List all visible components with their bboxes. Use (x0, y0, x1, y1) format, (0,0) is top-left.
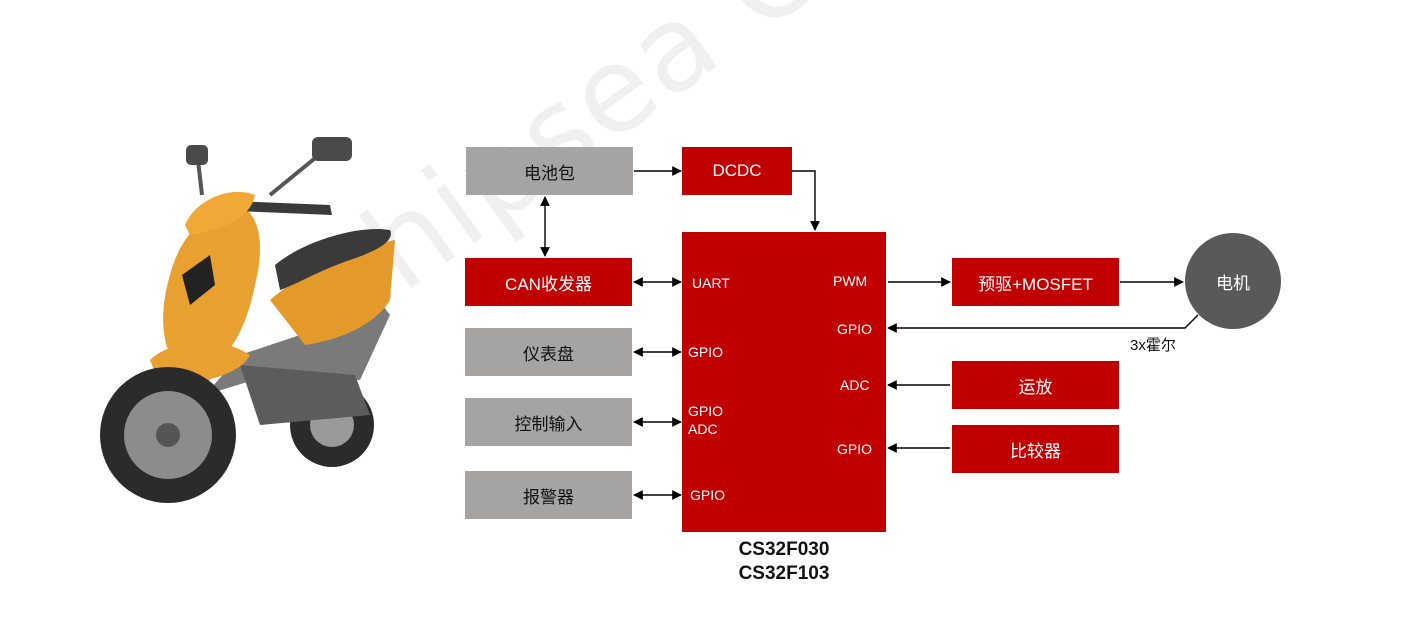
pin-adc-opamp: ADC (840, 377, 870, 393)
pin-gpio-dashboard: GPIO (688, 344, 724, 360)
dashboard-block: 仪表盘 (465, 328, 632, 376)
comparator-block: 比较器 (952, 425, 1119, 473)
dcdc-block: DCDC (682, 147, 792, 195)
pin-adc-control: ADC (688, 421, 718, 437)
opamp-block: 运放 (952, 361, 1119, 409)
motor-circle: 电机 (1185, 233, 1281, 329)
scooter-illustration (100, 137, 395, 503)
mcu-block: UART GPIO GPIO ADC GPIO PWM GPIO ADC GPI… (682, 232, 886, 532)
battery-pack-block: 电池包 (466, 147, 633, 195)
control-input-block: 控制输入 (465, 398, 632, 446)
pin-gpio-comparator: GPIO (837, 441, 873, 457)
pin-uart: UART (692, 275, 730, 291)
pin-gpio-control: GPIO (688, 403, 724, 419)
alarm-block: 报警器 (465, 471, 632, 519)
pin-pwm: PWM (833, 273, 868, 289)
mcu-part-number-2: CS32F103 (738, 563, 830, 584)
predriver-mosfet-block: 预驱+MOSFET (952, 258, 1119, 306)
mcu-part-number-1: CS32F030 (738, 539, 830, 560)
can-transceiver-block: CAN收发器 (465, 258, 632, 306)
pin-gpio-hall: GPIO (837, 321, 873, 337)
pin-gpio-alarm: GPIO (690, 487, 726, 503)
hall-sensor-label: 3x霍尔 (1130, 337, 1176, 354)
